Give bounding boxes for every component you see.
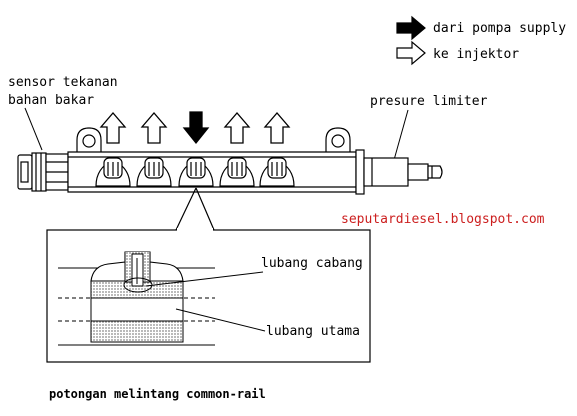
branch-hole-leader [145, 271, 264, 287]
common-rail [17, 127, 443, 195]
watermark-text: seputardiesel.blogspot.com [341, 212, 545, 227]
outlet-arrow-icon [263, 112, 291, 144]
sensor-label-line2: bahan bakar [8, 93, 94, 108]
main-hole-leader [175, 308, 266, 332]
flow-arrows [99, 111, 291, 145]
mounting-bracket-right [325, 127, 351, 152]
inlet-port [178, 157, 214, 187]
outlet-arrow-icon [99, 112, 127, 144]
legend: dari pompa supply ke injektor [396, 15, 566, 66]
injector-port [136, 157, 172, 187]
injector-port [95, 157, 131, 187]
supply-arrow-icon [396, 15, 426, 41]
pressure-sensor [17, 152, 69, 192]
cross-section-box [46, 228, 371, 363]
inlet-arrow-icon [182, 111, 210, 145]
limiter-label: presure limiter [370, 94, 488, 109]
sensor-label-line1: sensor tekanan [8, 75, 118, 90]
outlet-arrow-icon [223, 112, 251, 144]
mounting-bracket-left [76, 127, 102, 152]
outlet-arrow-icon [140, 112, 168, 144]
injector-port [259, 157, 295, 187]
caption: potongan melintang common-rail [49, 387, 266, 401]
limiter-leader-line [393, 109, 409, 161]
main-hole-label: lubang utama [266, 324, 360, 339]
legend-supply-label: dari pompa supply [433, 21, 566, 36]
pressure-limiter [363, 157, 443, 187]
branch-hole-label: lubang cabang [261, 256, 363, 271]
injector-port [219, 157, 255, 187]
legend-injector-label: ke injektor [433, 47, 519, 62]
sensor-leader-line [24, 107, 43, 151]
callout-leader [175, 187, 215, 231]
injector-arrow-icon [396, 40, 426, 66]
